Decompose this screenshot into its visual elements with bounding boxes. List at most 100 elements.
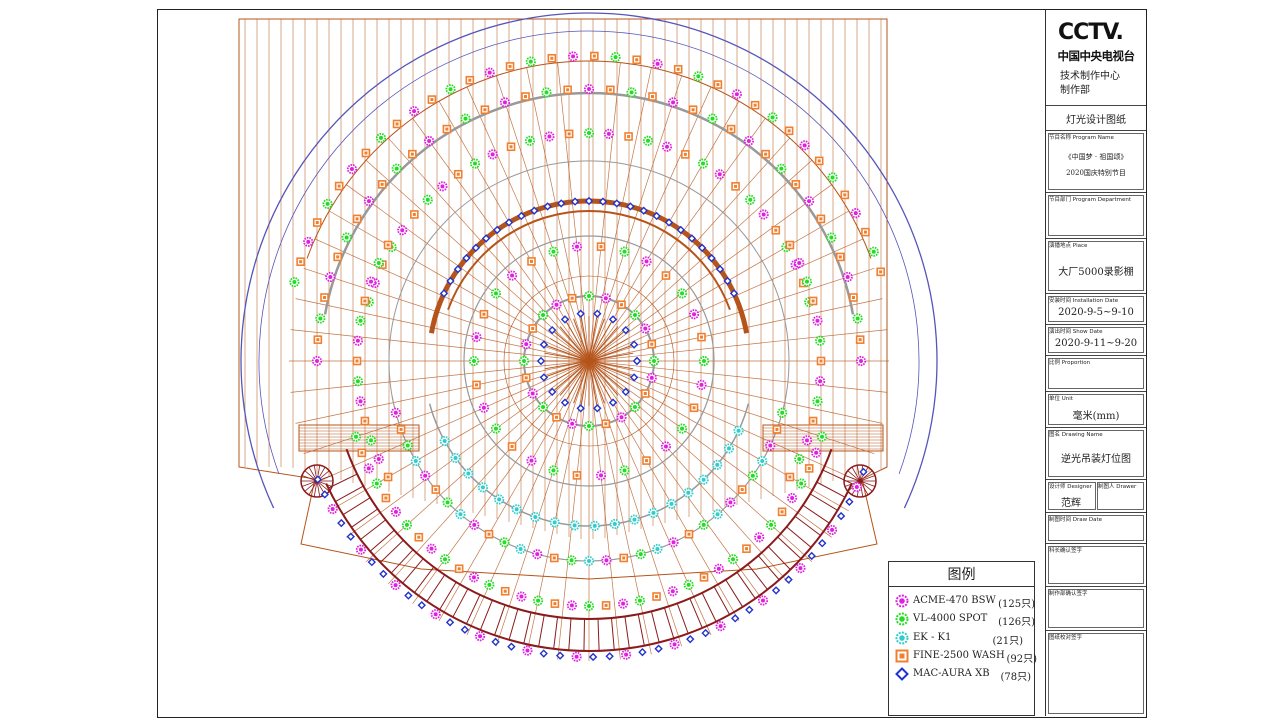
spot-fixture-core	[701, 522, 706, 527]
ek-fixture-core	[497, 497, 502, 502]
designer-label: 设计师 Designer	[1049, 484, 1092, 490]
acme-fixture-core	[349, 167, 354, 172]
legend-item-count: (78只)	[1000, 672, 1031, 683]
spot-fixture-core	[551, 249, 556, 254]
spoke-line	[495, 366, 588, 647]
spot-fixture-core	[750, 473, 755, 478]
lower-arc-rung	[650, 611, 660, 643]
lower-arc-rung	[390, 549, 414, 574]
wash-fixture-core	[434, 488, 438, 492]
aura-fixture	[621, 325, 630, 335]
spot-fixture-core	[587, 294, 591, 298]
aura-fixture	[417, 601, 426, 610]
hub-spoke	[580, 316, 590, 362]
aura-fixture	[588, 652, 598, 662]
aura-fixture	[539, 373, 549, 382]
ek-fixture-core	[480, 485, 485, 490]
hub-spoke	[546, 360, 590, 377]
spoke-line	[591, 86, 712, 356]
aura-fixture	[543, 202, 552, 211]
ek-fixture-core	[572, 523, 577, 528]
turntable-spoke	[859, 480, 864, 497]
spoke-line	[303, 362, 584, 455]
spot-fixture-core	[473, 161, 477, 166]
spoke-line	[594, 238, 864, 359]
spoke-line	[346, 184, 585, 358]
spot-fixture-core	[855, 316, 860, 321]
spot-fixture-core	[701, 161, 705, 166]
lower-arc-rung	[794, 515, 821, 536]
aura-fixture	[576, 404, 585, 413]
program-department-cell: 节目部门 Program Department	[1046, 193, 1146, 239]
wash-fixture-core	[655, 595, 659, 599]
orange-square-icon	[895, 649, 909, 663]
lower-arc-rung	[816, 481, 846, 498]
acme-fixture-core	[814, 450, 819, 455]
aura-fixture	[462, 253, 471, 263]
spoke-line	[591, 366, 740, 621]
sign-proofread-cell: 图纸校对签字	[1046, 631, 1146, 716]
wash-fixture-core	[787, 129, 791, 133]
acme-fixture-core	[604, 558, 609, 563]
aura-fixture	[605, 652, 614, 661]
lower-arc-rung	[369, 529, 395, 552]
wash-fixture-core	[399, 427, 403, 431]
legend-item-count: (21只)	[992, 636, 1023, 647]
turntable-spoke	[844, 475, 861, 482]
acme-fixture-core	[643, 326, 648, 331]
ek-fixture-core	[726, 446, 731, 451]
wash-fixture-core	[650, 342, 654, 346]
wash-fixture-core	[570, 296, 574, 300]
ek-fixture-core	[760, 459, 765, 463]
acme-fixture-core	[757, 535, 762, 540]
lower-arc-outer	[325, 483, 853, 652]
acme-fixture-core	[502, 100, 507, 105]
spot-fixture-core	[442, 557, 447, 562]
aura-fixture	[404, 591, 413, 600]
spoke-line	[314, 238, 584, 359]
ek-fixture-core	[587, 559, 591, 563]
wash-fixture-core	[879, 270, 883, 274]
hub-spoke	[588, 316, 598, 362]
aura-fixture	[845, 497, 854, 506]
wash-fixture-core	[315, 221, 319, 225]
spot-fixture-core	[797, 457, 802, 462]
designer-drawer-cell: 设计师 Designer 制图人 Drawer 范辉	[1046, 480, 1146, 513]
spot-fixture-core	[374, 481, 379, 486]
aura-fixture	[598, 197, 608, 206]
wash-fixture-core	[456, 172, 460, 176]
installation-date-label: 安装时间 Installation Date	[1049, 298, 1119, 304]
hub-spoke	[544, 360, 590, 370]
sheet-type-cell: 灯光设计图纸	[1046, 106, 1146, 131]
acme-fixture-core	[547, 134, 552, 139]
hub-spoke	[580, 360, 590, 406]
spot-fixture-core	[629, 90, 634, 95]
acme-fixture-core	[760, 598, 765, 603]
acme-fixture-core	[728, 500, 733, 505]
spot-fixture-core	[830, 175, 835, 180]
lower-arc-rung	[637, 614, 645, 646]
wash-fixture-core	[530, 259, 533, 263]
spot-fixture-core	[770, 115, 775, 120]
ek-fixture-core	[518, 546, 523, 551]
aura-fixture	[507, 642, 516, 651]
spot-fixture-core	[551, 468, 556, 473]
aura-fixture	[560, 398, 570, 407]
aura-fixture	[367, 557, 377, 567]
turntable-spoke	[851, 466, 861, 482]
spot-fixture-core	[646, 138, 651, 143]
spot-fixture-core	[820, 434, 825, 439]
wash-fixture-core	[599, 245, 603, 249]
lower-arc-rung	[523, 612, 532, 644]
wash-fixture-core	[692, 406, 696, 410]
lower-arc-rung	[380, 539, 404, 563]
acme-fixture-core	[490, 152, 495, 157]
sheet-type: 灯光设计图纸	[1066, 115, 1126, 126]
ek-fixture-core	[612, 521, 617, 526]
lower-arc-rung	[508, 608, 519, 640]
spot-fixture-core	[325, 201, 330, 206]
wash-fixture-core	[395, 122, 399, 126]
wash-fixture-core	[774, 228, 778, 232]
spot-fixture-core	[487, 582, 492, 587]
lower-arc-rung	[809, 493, 838, 511]
